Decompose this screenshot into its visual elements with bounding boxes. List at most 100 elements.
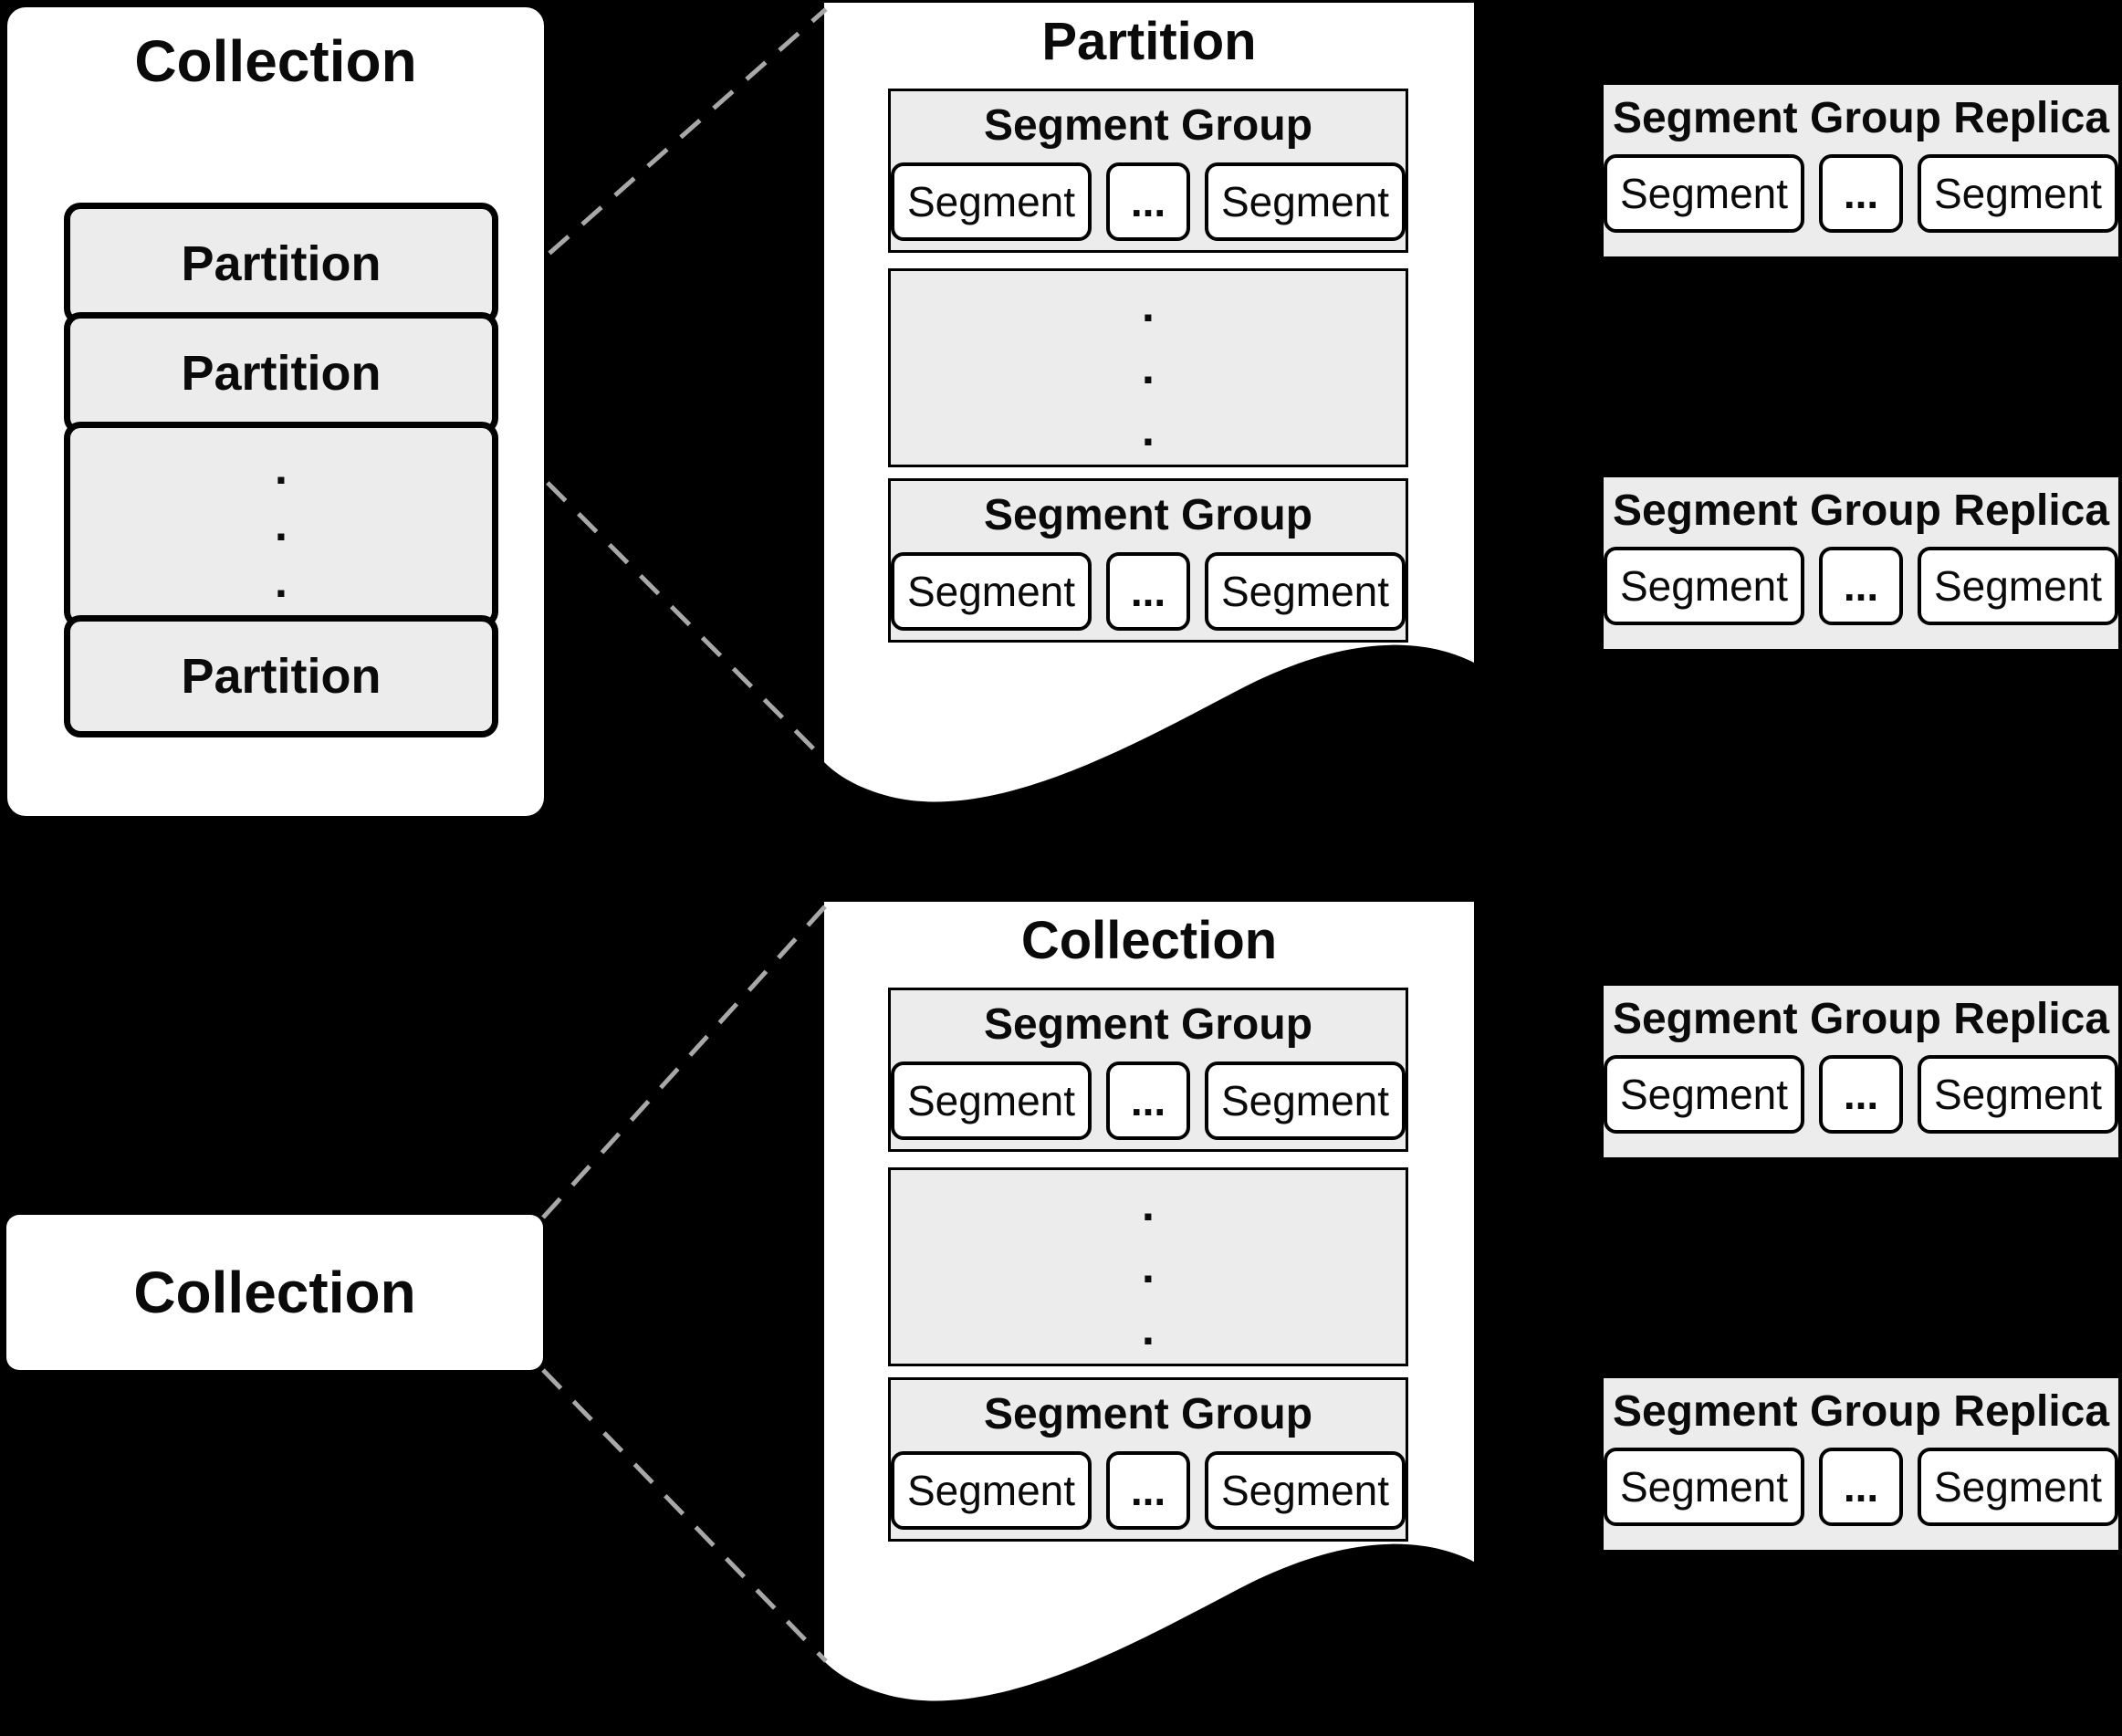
ellipsis-label: ...	[1130, 1467, 1166, 1514]
segment-label: Segment	[1619, 170, 1789, 217]
collection-label-box: Collection	[6, 1215, 543, 1370]
segment-label: Segment	[1220, 1467, 1390, 1514]
segment-group-ellipsis-box: . . .	[888, 268, 1408, 467]
segment-group-replica-box: Segment Group Replica Segment ... Segmen…	[1604, 85, 2118, 256]
segment-box: Segment	[1604, 154, 1804, 233]
segment-label: Segment	[906, 1077, 1076, 1124]
ellipsis-box: ...	[1106, 1061, 1190, 1140]
partition-row: Partition	[64, 203, 498, 325]
ellipsis-label: ...	[1843, 1463, 1879, 1511]
collection-panel: Collection Partition Partition . . . Par…	[7, 7, 544, 816]
collection-label: Collection	[133, 1260, 416, 1325]
ellipsis-box: ...	[1819, 547, 1903, 625]
segment-label: Segment	[1619, 1071, 1789, 1118]
segment-group-title: Segment Group	[983, 101, 1313, 150]
ellipsis-label: ...	[1843, 1071, 1879, 1118]
ellipsis-box: ...	[1106, 1451, 1190, 1530]
segment-label: Segment	[1619, 562, 1789, 610]
vertical-ellipsis-dot: .	[1142, 1241, 1155, 1292]
replica-title: Segment Group Replica	[1612, 1387, 2110, 1436]
segment-label: Segment	[1933, 1463, 2103, 1511]
segment-box: Segment	[891, 1061, 1092, 1140]
partition-row-label: Partition	[181, 346, 382, 401]
vertical-ellipsis-dot: .	[1142, 404, 1155, 455]
vertical-ellipsis-dot: .	[1142, 342, 1155, 393]
segment-row: Segment ... Segment	[1604, 1055, 2118, 1134]
callout-line-collection-lower	[541, 1368, 828, 1663]
partition-row: Partition	[64, 615, 498, 737]
segment-row: Segment ... Segment	[891, 162, 1406, 241]
segment-box: Segment	[1918, 1055, 2118, 1134]
segment-box: Segment	[1918, 547, 2118, 625]
segment-label: Segment	[906, 1467, 1076, 1514]
vertical-ellipsis-dot: .	[1142, 1179, 1155, 1230]
ellipsis-label: ...	[1130, 178, 1166, 225]
replica-title: Segment Group Replica	[1612, 995, 2110, 1043]
segment-label: Segment	[1220, 178, 1390, 225]
segment-row: Segment ... Segment	[1604, 547, 2118, 625]
segment-group-box: Segment Group Segment ... Segment	[888, 478, 1408, 643]
segment-row: Segment ... Segment	[1604, 1448, 2118, 1526]
segment-group-title: Segment Group	[983, 491, 1313, 539]
segment-box: Segment	[1205, 162, 1406, 241]
vertical-ellipsis-dot: .	[275, 499, 287, 550]
segment-box: Segment	[1604, 1055, 1804, 1134]
partition-row-label: Partition	[181, 236, 382, 291]
vertical-ellipsis-dot: .	[1142, 280, 1155, 331]
segment-box: Segment	[1205, 1451, 1406, 1530]
segment-row: Segment ... Segment	[1604, 154, 2118, 233]
callout-line-collection-upper	[541, 904, 828, 1219]
segment-label: Segment	[1220, 1077, 1390, 1124]
segment-box: Segment	[891, 1451, 1092, 1530]
segment-label: Segment	[1933, 170, 2103, 217]
segment-box: Segment	[1918, 154, 2118, 233]
callout-line-partition-upper	[482, 7, 828, 313]
ellipsis-box: ...	[1819, 1448, 1903, 1526]
replica-title: Segment Group Replica	[1612, 486, 2110, 535]
collection-panel-title: Collection	[134, 28, 417, 94]
ellipsis-box: ...	[1106, 552, 1190, 631]
segment-box: Segment	[1604, 1448, 1804, 1526]
callout-line-partition-lower	[484, 419, 828, 763]
segment-group-title: Segment Group	[983, 1000, 1313, 1049]
ellipsis-box: ...	[1106, 162, 1190, 241]
segment-group-ellipsis-box: . . .	[888, 1167, 1408, 1366]
segment-label: Segment	[1933, 562, 2103, 610]
ellipsis-label: ...	[1130, 568, 1166, 615]
segment-label: Segment	[906, 178, 1076, 225]
segment-label: Segment	[1933, 1071, 2103, 1118]
ellipsis-label: ...	[1130, 1077, 1166, 1124]
segment-label: Segment	[1619, 1463, 1789, 1511]
ellipsis-label: ...	[1843, 170, 1879, 217]
segment-row: Segment ... Segment	[891, 552, 1406, 631]
segment-group-title: Segment Group	[983, 1390, 1313, 1438]
segment-box: Segment	[891, 162, 1092, 241]
collection-sheet-title: Collection	[1020, 911, 1278, 970]
partition-sheet-title: Partition	[1041, 12, 1257, 71]
ellipsis-box: ...	[1819, 154, 1903, 233]
segment-box: Segment	[1205, 1061, 1406, 1140]
replica-title: Segment Group Replica	[1612, 94, 2110, 142]
segment-label: Segment	[1220, 568, 1390, 615]
segment-group-box: Segment Group Segment ... Segment	[888, 89, 1408, 253]
ellipsis-label: ...	[1843, 562, 1879, 610]
segment-box: Segment	[891, 552, 1092, 631]
segment-row: Segment ... Segment	[891, 1451, 1406, 1530]
vertical-ellipsis-dot: .	[1142, 1303, 1155, 1354]
partition-row-label: Partition	[181, 649, 382, 704]
segment-box: Segment	[1205, 552, 1406, 631]
segment-box: Segment	[1604, 547, 1804, 625]
segment-row: Segment ... Segment	[891, 1061, 1406, 1140]
segment-group-replica-box: Segment Group Replica Segment ... Segmen…	[1604, 477, 2118, 649]
segment-group-box: Segment Group Segment ... Segment	[888, 988, 1408, 1152]
segment-box: Segment	[1918, 1448, 2118, 1526]
ellipsis-box: ...	[1819, 1055, 1903, 1134]
partition-row: Partition	[64, 312, 498, 434]
segment-group-box: Segment Group Segment ... Segment	[888, 1377, 1408, 1542]
vertical-ellipsis-dot: .	[275, 556, 287, 607]
segment-group-replica-box: Segment Group Replica Segment ... Segmen…	[1604, 1378, 2118, 1550]
segment-group-replica-box: Segment Group Replica Segment ... Segmen…	[1604, 986, 2118, 1157]
partition-ellipsis-box: . . .	[64, 422, 498, 628]
segment-label: Segment	[906, 568, 1076, 615]
